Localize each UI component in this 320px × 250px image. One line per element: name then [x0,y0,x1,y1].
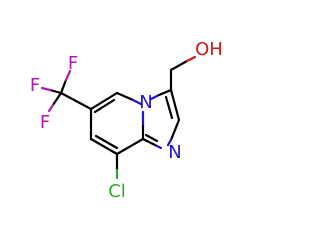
bond-c5-n4-end [131,98,143,106]
bond-n4-c3-start [149,93,161,101]
bond-c5-n4 [115,91,135,102]
bond-c6-cf3 [59,91,93,111]
bond-cf3-f2 [48,88,63,95]
bond-c7-c8 [89,137,119,156]
bond-ch2-o-end [185,55,197,63]
bond-c5-c6-inner [93,98,116,114]
pyridine-ring [89,91,145,156]
hydroxymethyl-group [169,55,197,92]
bond-c2-n1 [169,118,181,142]
chlorine-label: Cl [108,181,126,202]
bond-c2-n1-end [166,138,173,147]
bridgehead-nitrogen-label: N [139,92,152,113]
bond-cf3-f2-end [40,86,52,92]
bond-c3-c2 [169,88,181,122]
molecule-structure: OH N N Cl F F F [30,39,223,202]
fluorine-label-bottom: F [40,112,50,133]
bond-cf3-f1 [59,78,68,95]
fluorine-label-top: F [68,53,78,74]
ring-nitrogen-label: N [168,142,181,163]
bond-n1-c8a [141,137,157,147]
bond-c8-c8a [115,137,145,156]
bond-cf3-f3 [51,91,63,107]
bond-cf3-f3-end [47,103,55,113]
fluorine-label-left: F [30,75,40,96]
oh-label: OH [195,39,223,60]
structure-canvas: OH N N Cl F F F [29,39,223,202]
bond-n1-c8a-inner [144,133,159,143]
bond-c3-c2-inner [164,95,174,120]
trifluoromethyl-group [40,69,93,113]
bond-n1-c8a-start [153,143,163,150]
bond-n4-c3 [157,88,173,97]
bond-ch2-o [169,59,189,72]
bond-cf3-f1-end [64,69,72,82]
bond-c7-c8-inner [94,134,119,150]
bond-c5-c6 [89,91,119,111]
imidazole-ring [141,88,181,150]
